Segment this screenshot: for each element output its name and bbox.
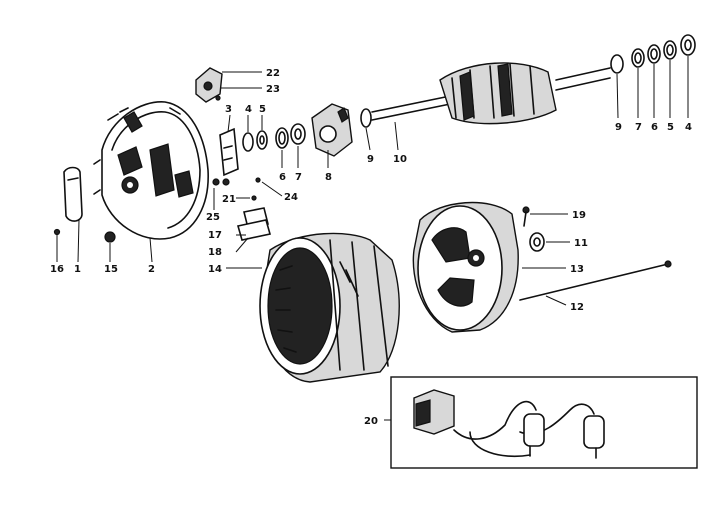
callout-21: 21	[222, 194, 236, 205]
terminal-block	[236, 207, 272, 241]
callout-9-right: 9	[615, 122, 622, 133]
washer-left-6	[275, 127, 289, 149]
callout-25: 25	[206, 212, 220, 223]
callout-13: 13	[570, 264, 584, 275]
callout-15: 15	[104, 264, 118, 275]
callout-8: 8	[325, 172, 332, 183]
washer-right-7	[631, 48, 645, 68]
callout-22: 22	[266, 68, 280, 79]
small-screw-23	[215, 95, 221, 101]
washer-right-9	[610, 54, 624, 74]
callout-10: 10	[393, 154, 407, 165]
washer-shaft-9	[360, 108, 372, 128]
callout-3: 3	[225, 104, 232, 115]
brush-holder-part	[195, 67, 223, 103]
callout-17: 17	[208, 230, 222, 241]
callout-23: 23	[266, 84, 280, 95]
end-bell-commutator-end	[93, 101, 209, 240]
callout-4-right: 4	[685, 122, 692, 133]
callout-19: 19	[572, 210, 586, 221]
nut	[104, 231, 116, 243]
bracket	[219, 127, 239, 177]
end-bell-drive-end	[412, 201, 519, 333]
callout-20: 20	[364, 416, 378, 427]
cover-plate	[63, 166, 83, 222]
callout-labels: 1 2 3 4 5 6 7 8 9 10 9 7 6 5 4 11 12 13 …	[50, 68, 692, 427]
washer-left-7	[290, 123, 306, 145]
screw	[53, 228, 61, 262]
callout-1: 1	[74, 264, 81, 275]
callout-16: 16	[50, 264, 64, 275]
callout-7-left: 7	[295, 172, 302, 183]
washer-left-4	[242, 132, 254, 152]
callout-18: 18	[208, 247, 222, 258]
washer-11	[529, 232, 545, 252]
through-bolt	[519, 260, 672, 301]
callout-2: 2	[148, 264, 155, 275]
washer-right-6	[647, 44, 661, 64]
stator-housing	[259, 232, 400, 383]
callout-4-left: 4	[245, 104, 252, 115]
washer-left-5	[256, 130, 268, 150]
callout-24: 24	[284, 192, 298, 203]
callout-7-right: 7	[635, 122, 642, 133]
callout-12: 12	[570, 302, 584, 313]
callout-9-left: 9	[367, 154, 374, 165]
callout-5-left: 5	[259, 104, 266, 115]
callout-5-right: 5	[667, 122, 674, 133]
capacitor-assembly-box	[390, 376, 698, 469]
leader-lines	[77, 56, 689, 421]
callout-6-right: 6	[651, 122, 658, 133]
rotor-armature	[371, 62, 611, 125]
callout-14: 14	[208, 264, 222, 275]
callout-11: 11	[574, 238, 588, 249]
washer-right-5	[663, 40, 677, 60]
centrifugal-switch	[311, 103, 353, 157]
screw-19	[522, 206, 530, 227]
terminal-parts	[212, 177, 261, 201]
washer-right-4	[680, 34, 696, 56]
callout-6-left: 6	[279, 172, 286, 183]
